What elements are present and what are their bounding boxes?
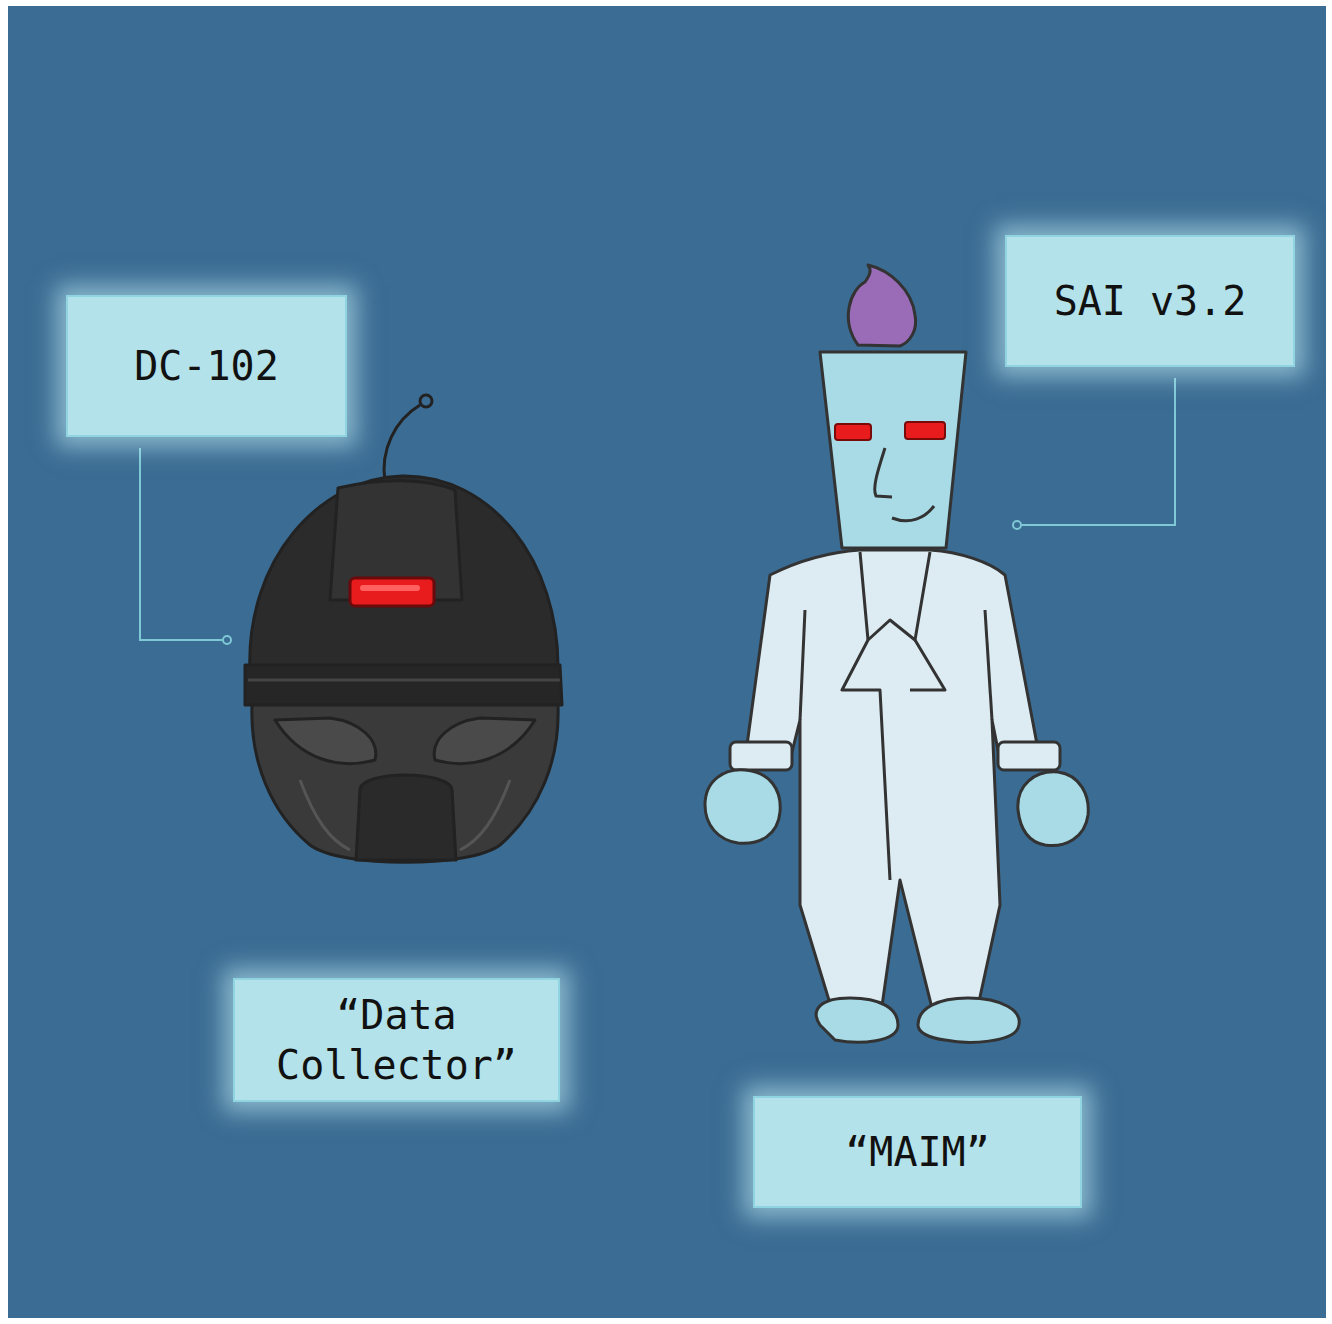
nickname-tag: “MAIM” bbox=[753, 1096, 1082, 1208]
tag-text: “MAIM” bbox=[845, 1127, 990, 1177]
nickname-tag: “Data Collector” bbox=[233, 978, 560, 1102]
background bbox=[8, 6, 1326, 1318]
name-tag: DC-102 bbox=[66, 295, 347, 437]
tag-text: “Data Collector” bbox=[249, 990, 544, 1090]
suited-figure bbox=[705, 265, 1088, 1042]
version-tag: SAI v3.2 bbox=[1005, 235, 1295, 367]
robot-helmet bbox=[245, 395, 562, 862]
tag-text: SAI v3.2 bbox=[1054, 276, 1247, 326]
tag-text: DC-102 bbox=[134, 341, 279, 391]
